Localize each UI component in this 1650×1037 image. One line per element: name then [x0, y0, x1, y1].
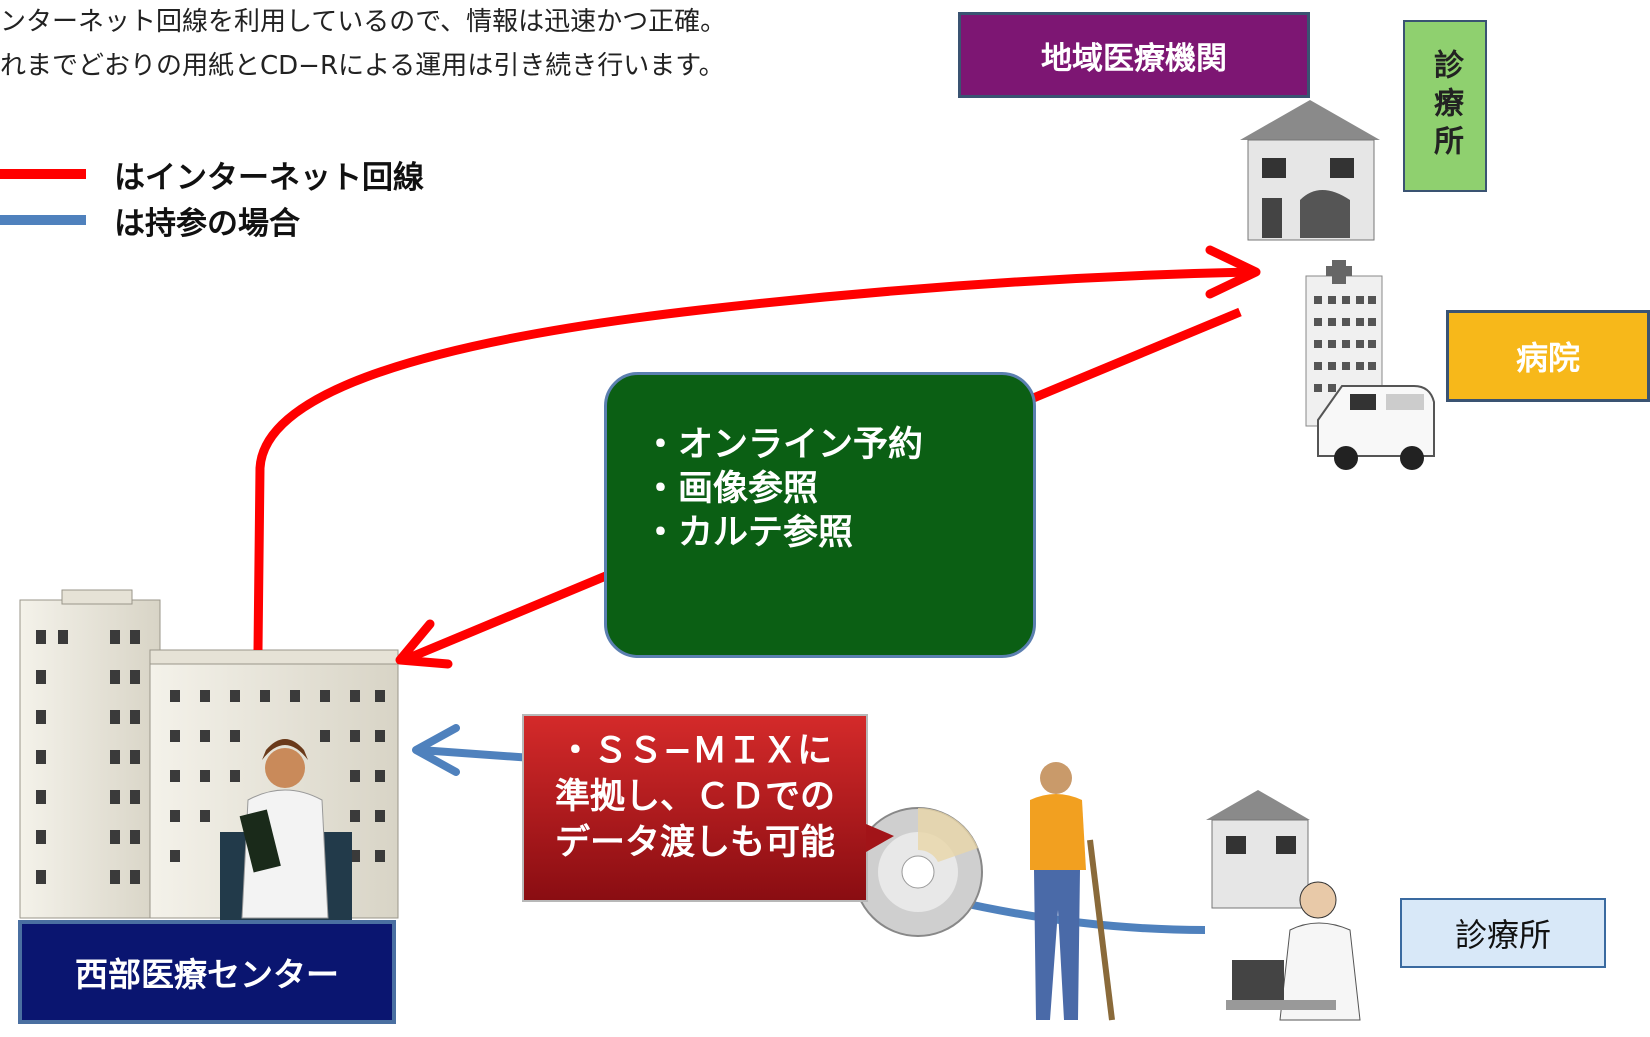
ambulance-icon	[1317, 385, 1435, 470]
callout-line-1: ・ＳＳ−ＭＩＸに	[557, 731, 833, 771]
intro-line-1: ンターネット回線を利用しているので、情報は迅速かつ正確。	[0, 7, 727, 37]
elderly-patient-icon	[1030, 762, 1115, 1021]
internet-line-upper-arrowhead	[1205, 245, 1261, 299]
service-chart-reference: ・カルテ参照	[643, 513, 854, 553]
carry-line-arrowhead	[412, 724, 460, 776]
hospital-label: 病院	[1446, 310, 1650, 402]
ssmix-callout: ・ＳＳ−ＭＩＸに 準拠し、ＣＤでの データ渡しも可能	[522, 714, 868, 902]
callout-line-3: データ渡しも可能	[554, 823, 835, 863]
clinic-doctor-icon	[1206, 790, 1361, 1021]
services-panel: ・オンライン予約 ・画像参照 ・カルテ参照	[604, 372, 1036, 658]
service-image-reference: ・画像参照	[643, 469, 819, 509]
internet-line-upper	[253, 267, 1251, 651]
service-online-booking: ・オンライン予約	[643, 425, 924, 465]
internet-line-lower-arrowhead	[395, 619, 453, 669]
clinic-vertical-label: 診療所	[1403, 20, 1487, 192]
callout-line-2: 準拠し、ＣＤでの	[554, 777, 835, 817]
medical-center-label: 西部医療センター	[18, 920, 396, 1024]
regional-org-label: 地域医療機関	[958, 12, 1310, 98]
clinic-building-icon	[1240, 100, 1380, 241]
clinic-bottom-label: 診療所	[1400, 898, 1606, 968]
legend-blue-line	[0, 215, 86, 225]
cd-disc-icon	[853, 807, 983, 937]
legend-carry-label: は持参の場合	[114, 206, 300, 242]
intro-line-2: れまでどおりの用紙とCD−Rによる運用は引き続き行います。	[0, 51, 725, 81]
intro-text: ンターネット回線を利用しているので、情報は迅速かつ正確。 れまでどおりの用紙とC…	[0, 0, 726, 88]
legend-red-line	[0, 169, 86, 179]
female-doctor-icon	[239, 739, 329, 919]
legend-internet-label: はインターネット回線	[114, 160, 424, 196]
medical-center-building-icon	[19, 589, 399, 920]
